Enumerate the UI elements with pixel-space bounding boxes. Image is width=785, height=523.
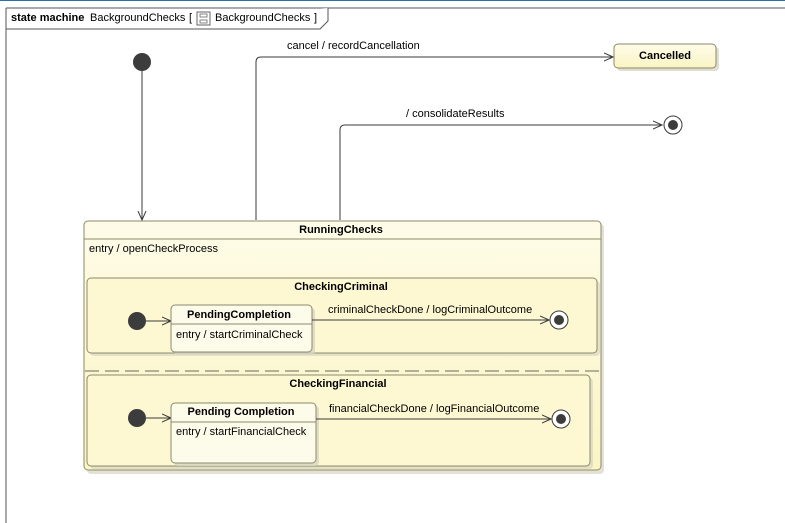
final-node-criminal[interactable] (549, 310, 569, 330)
transition-consolidate-label: / consolidateResults (406, 108, 505, 120)
state-criminal-pending[interactable]: PendingCompletion entry / startCriminalC… (170, 304, 315, 355)
transition-financial-done-label: financialCheckDone / logFinancialOutcome (329, 403, 539, 415)
state-financial-pending[interactable]: Pending Completion entry / startFinancia… (170, 402, 319, 466)
frame-open-bracket: [ (189, 12, 192, 24)
state-checking-financial[interactable]: CheckingFinancial (86, 374, 593, 469)
state-cancelled[interactable]: Cancelled (613, 43, 719, 71)
transition-cancel[interactable] (255, 57, 613, 220)
final-node-top[interactable] (663, 115, 683, 135)
state-checking-financial-label: CheckingFinancial (289, 378, 386, 390)
initial-node-criminal[interactable] (128, 312, 146, 330)
state-financial-pending-label: Pending Completion (188, 406, 295, 418)
initial-node-financial[interactable] (128, 409, 146, 427)
transition-criminal-done-label: criminalCheckDone / logCriminalOutcome (328, 304, 532, 316)
frame-close-bracket: ] (314, 12, 317, 24)
frame-name: BackgroundChecks (90, 12, 186, 24)
transition-consolidate[interactable] (339, 125, 662, 220)
diagram-frame: state machine BackgroundChecks [ Backgro… (5, 7, 785, 523)
state-checking-criminal-label: CheckingCriminal (294, 281, 388, 293)
state-running-checks-entry: entry / openCheckProcess (89, 243, 219, 255)
state-criminal-pending-label: PendingCompletion (187, 309, 291, 321)
frame-diagram-name: BackgroundChecks (215, 12, 311, 24)
state-financial-pending-entry: entry / startFinancialCheck (176, 426, 307, 438)
transition-cancel-label: cancel / recordCancellation (287, 40, 420, 52)
state-checking-criminal[interactable]: CheckingCriminal (86, 277, 600, 356)
diagram-icon (196, 11, 211, 26)
final-node-financial[interactable] (551, 409, 571, 429)
state-criminal-pending-entry: entry / startCriminalCheck (176, 329, 303, 341)
initial-node[interactable] (133, 53, 151, 71)
frame-keyword: state machine (11, 12, 84, 24)
state-cancelled-label: Cancelled (639, 50, 691, 62)
state-running-checks-label: RunningChecks (299, 224, 383, 236)
